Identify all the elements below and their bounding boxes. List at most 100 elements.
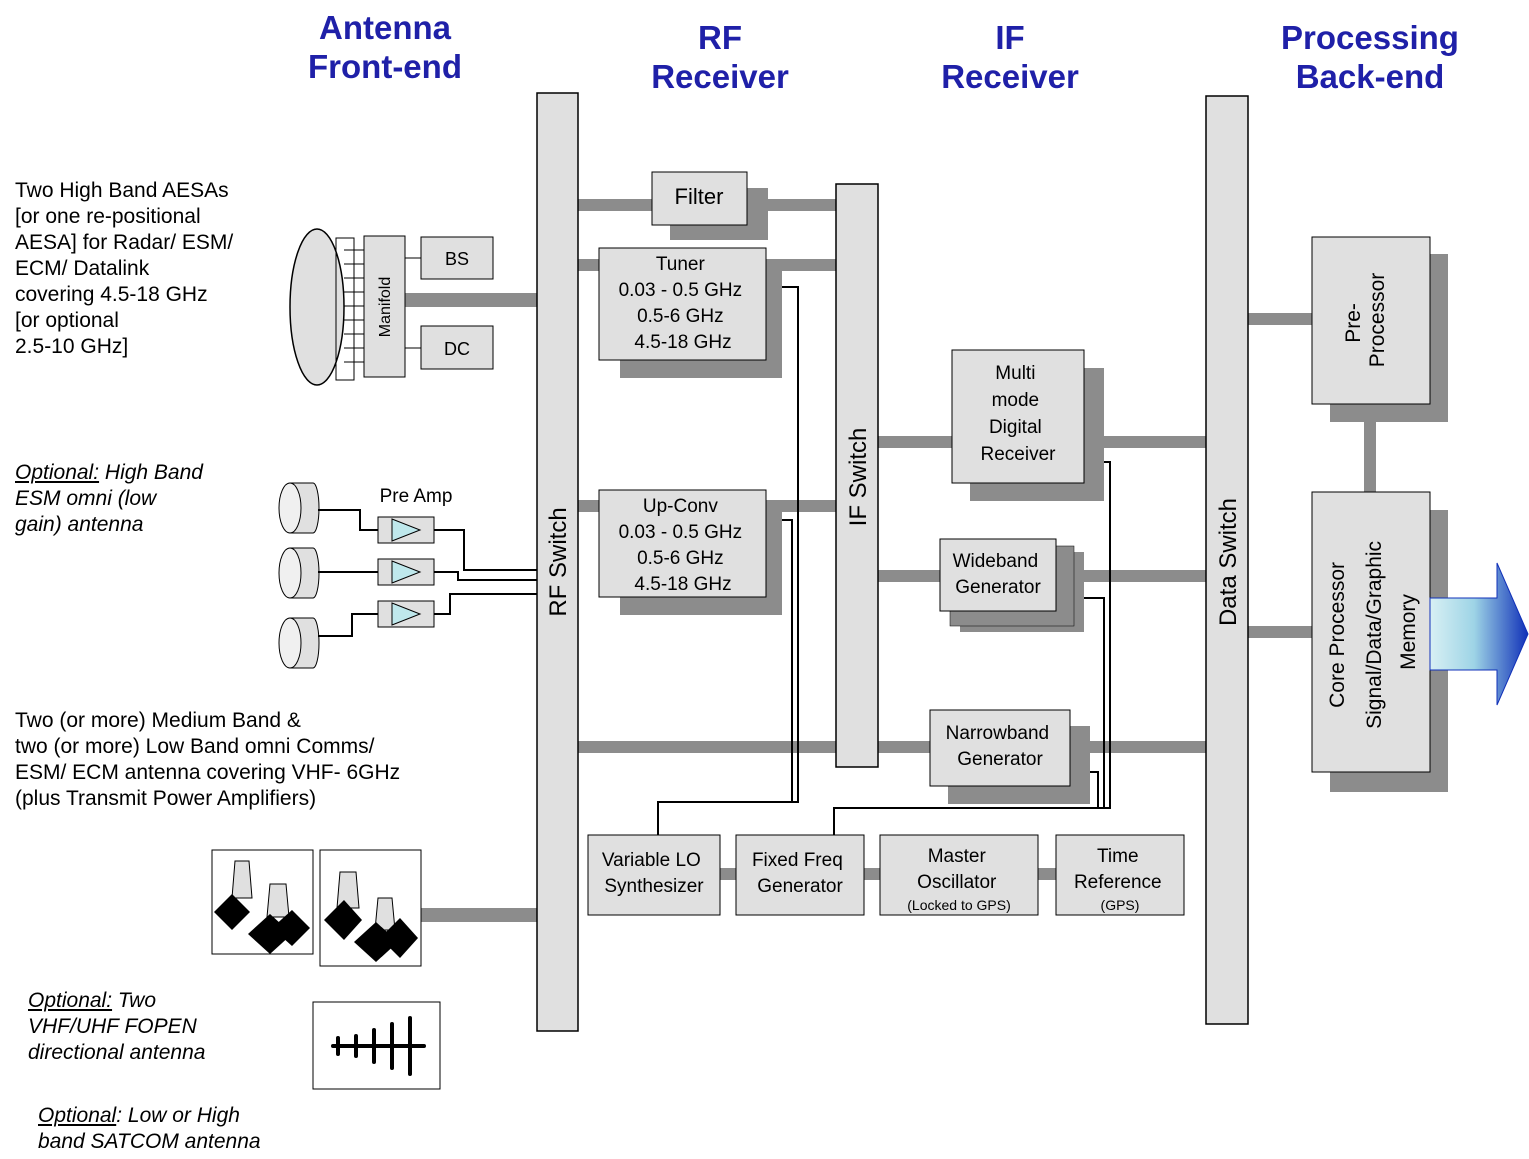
omni-antenna-icon: [278, 617, 320, 669]
manifold-label: Manifold: [377, 277, 394, 337]
narrowband-line-1: Narrowband: [946, 723, 1050, 744]
header-processing-back-end: Processing Back-end: [1281, 19, 1459, 95]
data-switch[interactable]: Data Switch: [1205, 95, 1249, 1025]
filter-label: Filter: [675, 184, 724, 209]
svg-text:Fixed Freq Generator: Fixed Freq Generator: [752, 850, 848, 897]
filter-block[interactable]: Filter: [651, 171, 768, 240]
bus-narrowband-data: [1070, 741, 1206, 753]
multimode-line-1: Multi: [995, 363, 1035, 384]
wideband-line-2: Generator: [955, 577, 1041, 598]
upconv-band-1: 0.03 - 0.5 GHz: [619, 522, 743, 543]
aesa-dish-icon: [289, 228, 364, 386]
svg-text:Tuner 0.03 - 0.5 GHz: Tuner 0.03 - 0.5 GHz 0.5-6 GHz 4.5-18 GH…: [619, 254, 748, 353]
time-ref-line-3: (GPS): [1101, 897, 1140, 913]
bus-preproc-core: [1364, 404, 1376, 492]
upconv-band-2: 0.5-6 GHz: [637, 548, 724, 569]
rf-switch-label: RF Switch: [545, 507, 572, 616]
if-switch-label: IF Switch: [845, 428, 872, 527]
bs-label: BS: [445, 249, 469, 269]
upconv-block[interactable]: Up-Conv 0.03 - 0.5 GHz 0.5-6 GHz 4.5-18 …: [598, 489, 782, 615]
multimode-receiver-block[interactable]: Multi mode Digital Receiver: [951, 349, 1104, 501]
header-antenna-front-end: Antenna Front-end: [308, 9, 462, 85]
tuner-band-1: 0.03 - 0.5 GHz: [619, 280, 743, 301]
bus-comms-rf: [420, 908, 537, 922]
optional-label: Optional:: [15, 461, 100, 484]
core-line-1: Core Processor: [1326, 562, 1349, 708]
omni-antenna-icon: [278, 482, 320, 534]
time-ref-line-1: Time: [1097, 846, 1139, 867]
fixed-freq-line-1: Fixed Freq: [752, 850, 843, 871]
svg-text:Pre- Processor: Pre- Processor: [1342, 273, 1389, 368]
bus-rf-filter: [578, 199, 656, 211]
bs-block[interactable]: BS: [420, 236, 494, 280]
comms-antenna-icon: [319, 849, 422, 967]
dc-block[interactable]: DC: [420, 325, 494, 370]
bus-lo-fixed: [720, 868, 736, 880]
if-switch[interactable]: IF Switch: [835, 183, 879, 768]
tuner-block[interactable]: Tuner 0.03 - 0.5 GHz 0.5-6 GHz 4.5-18 GH…: [598, 247, 782, 378]
esm-feed-lines: [318, 509, 537, 637]
master-oscillator-block[interactable]: Master Oscillator (Locked to GPS): [879, 834, 1039, 916]
output-arrow-icon: [1429, 562, 1529, 706]
manifold-block[interactable]: Manifold: [363, 235, 406, 378]
amplifier-icon: [377, 600, 435, 628]
bus-filter-if: [748, 199, 836, 211]
satcom-description: Optional: Low or High band SATCOM antenn…: [38, 1103, 261, 1155]
rf-switch[interactable]: RF Switch: [536, 92, 579, 1032]
signal-buses: [405, 199, 1376, 922]
aesa-description: Two High Band AESAs [or one re-positiona…: [15, 179, 234, 358]
bus-upconv-if: [766, 500, 836, 512]
optional-label: Optional: [38, 1104, 117, 1127]
variable-lo-line-1: Variable LO: [602, 850, 701, 871]
preprocessor-line-2-v: Processor: [1366, 273, 1389, 368]
multimode-line-2: mode: [992, 390, 1040, 411]
svg-text:Time Reference (GP: Time Reference (GPS): [1074, 846, 1166, 913]
tuner-band-3: 4.5-18 GHz: [634, 332, 731, 353]
satcom-text: : Low or High band SATCOM antenna: [38, 1104, 261, 1153]
preprocessor-block[interactable]: Pre- Processor: [1311, 236, 1448, 422]
fixed-freq-line-2: Generator: [757, 876, 843, 897]
svg-text:Narrowband Generator: Narrowband Generator: [946, 723, 1055, 770]
bus-if-wideband: [878, 570, 940, 582]
bus-rf-upconv: [578, 500, 600, 512]
bus-if-narrowband: [878, 741, 930, 753]
upconv-band-3: 4.5-18 GHz: [634, 574, 731, 595]
multimode-line-4: Receiver: [981, 444, 1057, 465]
fixed-freq-block[interactable]: Fixed Freq Generator: [735, 834, 865, 916]
manifold-connectors: [405, 257, 421, 349]
omni-antenna-icon: [278, 547, 320, 599]
upconv-title: Up-Conv: [643, 496, 718, 517]
core-processor-block[interactable]: Core Processor Signal/Data/Graphic Memor…: [1311, 491, 1448, 792]
bus-wideband-data: [1056, 570, 1206, 582]
master-osc-line-1: Master: [928, 846, 987, 867]
bus-tuner-if: [766, 259, 836, 271]
bus-if-multimode: [878, 436, 952, 448]
header-rf-receiver: RF Receiver: [651, 19, 789, 95]
master-osc-line-2: Oscillator: [917, 872, 997, 893]
amplifier-icon: [377, 516, 435, 544]
header-if-receiver: IF Receiver: [941, 19, 1079, 95]
tuner-band-2: 0.5-6 GHz: [637, 306, 724, 327]
bus-rf-tuner: [578, 259, 600, 271]
svg-text:Master Oscillator: Master Oscillator (Locked to GPS): [907, 846, 1011, 913]
medium-band-description: Two (or more) Medium Band & two (or more…: [15, 709, 401, 810]
core-line-3: Memory: [1397, 594, 1420, 670]
esm-omni-description: Optional: High Band ESM omni (low gain) …: [15, 460, 203, 538]
pre-amp-label: Pre Amp: [380, 486, 453, 507]
variable-lo-line-2: Synthesizer: [604, 876, 704, 897]
optional-label: Optional:: [28, 989, 113, 1012]
svg-text:Variable LO Synthesizer: Variable LO Synthesizer: [602, 850, 706, 897]
wideband-line-1: Wideband: [953, 551, 1039, 572]
bus-fixed-master: [864, 868, 880, 880]
variable-lo-block[interactable]: Variable LO Synthesizer: [587, 834, 721, 916]
svg-text:Core Processor Signal/Da: Core Processor Signal/Data/Graphic Memor…: [1326, 535, 1420, 729]
time-reference-block[interactable]: Time Reference (GPS): [1055, 834, 1185, 916]
wideband-generator-block[interactable]: Wideband Generator: [939, 538, 1084, 632]
svg-text:Multi mode Digital: Multi mode Digital Receiver: [981, 363, 1057, 465]
lo-line-tuner: [657, 286, 799, 835]
time-ref-line-2: Reference: [1074, 872, 1162, 893]
narrowband-generator-block[interactable]: Narrowband Generator: [929, 709, 1090, 804]
dc-label: DC: [444, 339, 470, 359]
svg-text:Up-Conv 0.03 - 0.5 GHz: Up-Conv 0.03 - 0.5 GHz 0.5-6 GHz 4.5-18 …: [619, 496, 748, 595]
